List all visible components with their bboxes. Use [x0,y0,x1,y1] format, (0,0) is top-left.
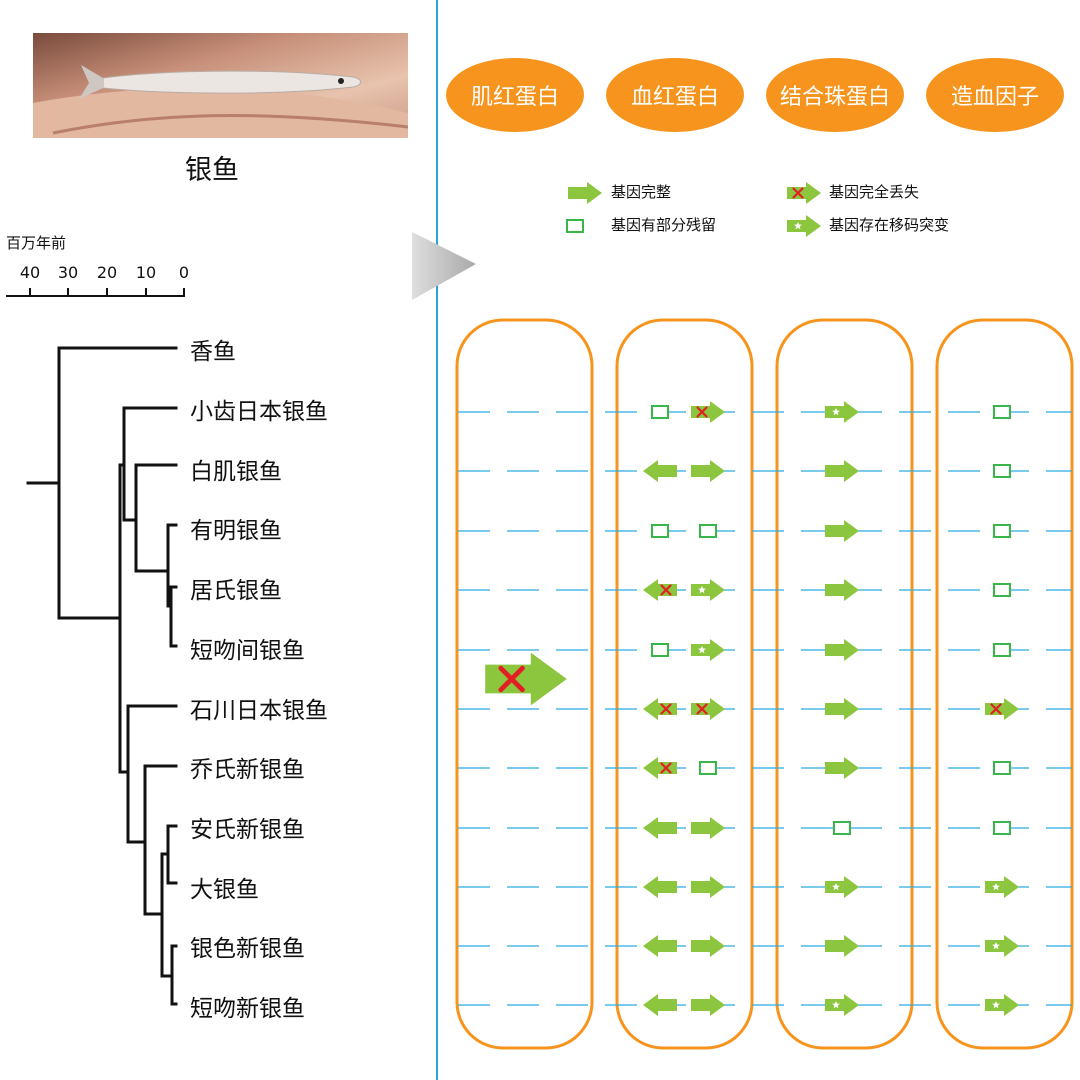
hemoglobin-gene-copy-1-intact-icon [643,994,677,1016]
hematopoietic-factor-residual-icon [993,524,1011,538]
haptoglobin-frameshift-icon [825,401,859,423]
myoglobin-lost-marker [485,652,567,706]
hemoglobin-gene-copy-1-intact-icon [643,876,677,898]
time-tick-label: 40 [19,263,41,282]
species-label: 有明银鱼 [190,518,282,544]
hemoglobin-gene-copy-1-lost-icon [643,579,677,601]
hematopoietic-factor-residual-icon [993,464,1011,478]
hematopoietic-factor-residual-icon [993,583,1011,597]
hemoglobin-gene-copy-1-intact-icon [643,460,677,482]
gene-header-haptoglobin: 结合珠蛋白 [766,58,904,132]
time-tick-label: 20 [96,263,118,282]
hemoglobin-gene-copy-1-residual-icon [651,405,669,419]
haptoglobin-frameshift-icon [825,994,859,1016]
species-label: 乔氏新银鱼 [190,757,305,783]
hemoglobin-gene-copy-2-frameshift-icon [691,639,725,661]
phylogenetic-tree [26,346,178,1006]
species-label: 小齿日本银鱼 [190,399,328,425]
time-scale-bar [6,288,185,297]
hemoglobin-gene-copy-2-intact-icon [691,460,725,482]
hemoglobin-gene-copy-1-residual-icon [651,524,669,538]
hemoglobin-gene-copy-1-intact-icon [643,817,677,839]
legend-label-frameshift: 基因存在移码突变 [829,216,950,234]
time-tick-label: 10 [135,263,157,282]
species-label: 大银鱼 [190,877,259,903]
time-tick-label: 0 [178,263,190,282]
hemoglobin-gene-copy-2-intact-icon [691,935,725,957]
species-label: 安氏新银鱼 [190,817,305,843]
legend-lost-icon [787,182,821,204]
hemoglobin-gene-copy-2-lost-icon [691,698,725,720]
species-label: 石川日本银鱼 [190,698,328,724]
haptoglobin-intact-icon [825,935,859,957]
species-label: 居氏银鱼 [190,578,282,604]
time-tick-label: 30 [57,263,79,282]
hemoglobin-column [615,318,754,1050]
silverfish-photo [33,33,408,138]
hematopoietic-factor-residual-icon [993,643,1011,657]
haptoglobin-intact-icon [825,520,859,542]
haptoglobin-intact-icon [825,639,859,661]
hematopoietic-factor-residual-icon [993,761,1011,775]
pointer-triangle-icon [412,232,476,300]
legend-residual-icon [566,219,584,233]
haptoglobin-intact-icon [825,698,859,720]
hemoglobin-gene-copy-2-lost-icon [691,401,725,423]
haptoglobin-intact-icon [825,757,859,779]
time-scale-title: 百万年前 [6,234,67,252]
fish-caption: 银鱼 [185,155,239,186]
hemoglobin-gene-copy-2-intact-icon [691,817,725,839]
species-label: 白肌银鱼 [190,459,282,485]
gene-header-hematopoietic-factor: 造血因子 [926,58,1064,132]
hematopoietic-factor-frameshift-icon [985,876,1019,898]
gene-columns [455,318,1074,1050]
haptoglobin-intact-icon [825,460,859,482]
species-label: 银色新银鱼 [190,936,305,962]
species-label: 香鱼 [190,339,236,365]
haptoglobin-column [775,318,914,1050]
hematopoietic-factor-frameshift-icon [985,994,1019,1016]
hemoglobin-gene-copy-2-residual-icon [699,524,717,538]
hemoglobin-gene-copy-1-lost-icon [643,757,677,779]
haptoglobin-frameshift-icon [825,876,859,898]
myoglobin-column [455,318,594,1050]
hemoglobin-gene-copy-1-intact-icon [643,935,677,957]
legend-label-intact: 基因完整 [611,183,672,201]
hemoglobin-gene-copy-1-residual-icon [651,643,669,657]
legend-label-lost: 基因完全丢失 [829,183,920,201]
hematopoietic-factor-column [935,318,1074,1050]
legend-label-residual: 基因有部分残留 [611,216,717,234]
hemoglobin-gene-copy-2-frameshift-icon [691,579,725,601]
hemoglobin-gene-copy-1-lost-icon [643,698,677,720]
legend-frameshift-icon [787,215,821,237]
species-label: 短吻新银鱼 [190,996,305,1022]
gene-header-hemoglobin: 血红蛋白 [606,58,744,132]
hematopoietic-factor-lost-icon [985,698,1019,720]
gene-header-myoglobin: 肌红蛋白 [446,58,584,132]
species-label: 短吻间银鱼 [190,638,305,664]
hematopoietic-factor-frameshift-icon [985,935,1019,957]
hemoglobin-gene-copy-2-residual-icon [699,761,717,775]
legend-intact-icon [568,182,602,204]
hematopoietic-factor-residual-icon [993,405,1011,419]
hemoglobin-gene-copy-2-intact-icon [691,876,725,898]
hematopoietic-factor-residual-icon [993,821,1011,835]
hemoglobin-gene-copy-2-intact-icon [691,994,725,1016]
haptoglobin-intact-icon [825,579,859,601]
haptoglobin-residual-icon [833,821,851,835]
